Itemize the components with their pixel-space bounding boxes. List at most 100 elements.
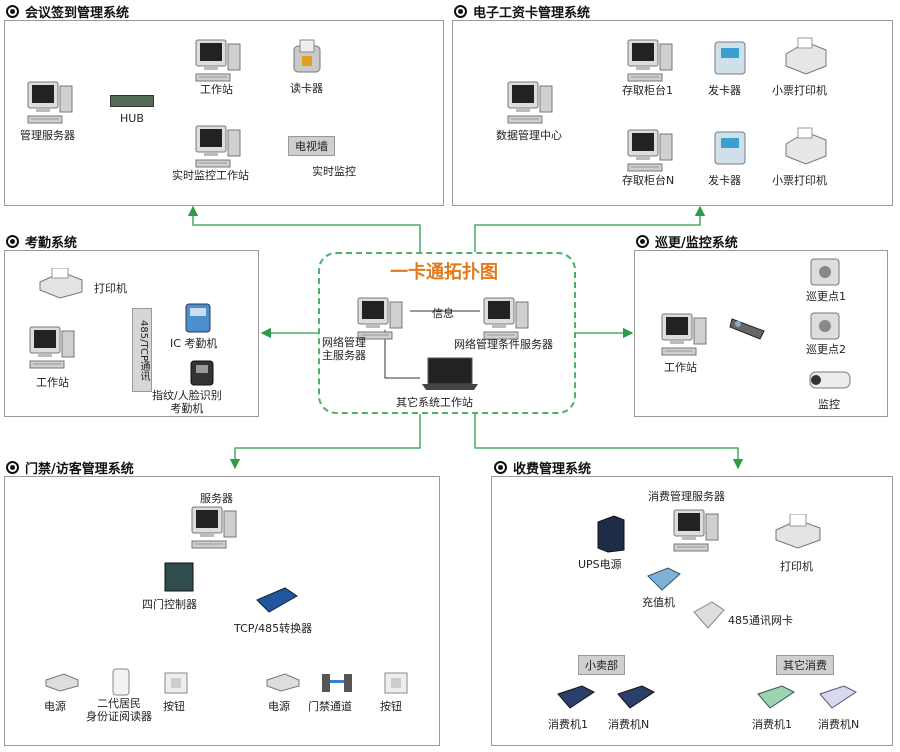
label-billing-printer: 打印机 — [780, 560, 813, 573]
label-data-center: 数据管理中心 — [496, 129, 562, 142]
patrol-point-icon — [810, 258, 840, 286]
card-reader-icon — [292, 38, 322, 74]
center-topology-box — [318, 252, 576, 414]
label-cabinetN: 存取柜台N — [622, 174, 675, 187]
recharge-machine-icon — [646, 566, 682, 592]
label-access-server: 服务器 — [200, 492, 233, 505]
label-hub: HUB — [120, 112, 144, 125]
bullet-icon — [454, 5, 467, 18]
computer-icon — [26, 80, 74, 126]
panel-title-meeting: 会议签到管理系统 — [6, 2, 129, 21]
power-supply-icon — [265, 672, 301, 692]
bullet-icon — [6, 235, 19, 248]
label-info: 信息 — [432, 307, 454, 320]
card-issuer-icon — [712, 40, 748, 76]
ups-icon — [596, 514, 626, 554]
label-point2: 巡更点2 — [806, 343, 846, 356]
label-posN2: 消费机N — [818, 718, 860, 731]
fingerprint-machine-icon — [190, 360, 214, 386]
label-converter: TCP/485转换器 — [234, 622, 313, 635]
label-recharge: 充值机 — [642, 596, 675, 609]
netcard-icon — [692, 600, 726, 630]
computer-icon — [356, 296, 404, 342]
other-tag: 其它消费 — [776, 655, 834, 675]
panel-title-attendance: 考勤系统 — [6, 232, 77, 251]
pos-machine-icon — [556, 684, 596, 710]
patrol-point-icon — [810, 312, 840, 340]
receipt-printer-icon — [782, 126, 830, 166]
laptop-icon — [420, 356, 480, 392]
power-supply-icon — [44, 672, 80, 692]
receipt-printer-icon — [782, 36, 830, 76]
label-card-reader: 读卡器 — [290, 82, 323, 95]
bullet-icon — [6, 461, 19, 474]
turnstile-icon — [320, 670, 354, 694]
computer-icon — [190, 505, 238, 551]
label-bio-machine: 指纹/人脸识别 考勤机 — [152, 389, 222, 415]
label-posN1: 消费机N — [608, 718, 650, 731]
label-card-issuer2: 发卡器 — [708, 174, 741, 187]
label-button1: 按钮 — [163, 700, 185, 713]
label-printer1: 小票打印机 — [772, 84, 827, 97]
label-att-workstation: 工作站 — [36, 376, 69, 389]
label-power2: 电源 — [268, 700, 290, 713]
converter-icon — [255, 586, 299, 614]
pos-machine-icon — [616, 684, 656, 710]
label-button2: 按钮 — [380, 700, 402, 713]
bullet-icon — [636, 235, 649, 248]
panel-title-access: 门禁/访客管理系统 — [6, 458, 134, 477]
label-realtime-monitor: 实时监控 — [312, 165, 356, 178]
label-billing-server: 消费管理服务器 — [648, 490, 725, 503]
label-card-issuer1: 发卡器 — [708, 84, 741, 97]
panel-title-billing: 收费管理系统 — [494, 458, 591, 477]
computer-icon — [482, 296, 530, 342]
center-title: 一卡通拓扑图 — [390, 262, 498, 283]
label-printer2: 小票打印机 — [772, 174, 827, 187]
label-patrol-workstation: 工作站 — [664, 361, 697, 374]
tv-wall-tag: 电视墙 — [288, 136, 335, 156]
label-power1: 电源 — [44, 700, 66, 713]
label-id-reader: 二代居民 身份证阅读器 — [86, 697, 152, 723]
bullet-icon — [6, 5, 19, 18]
id-reader-icon — [112, 668, 130, 696]
label-monitor-ws: 实时监控工作站 — [172, 169, 249, 182]
computer-icon — [626, 38, 674, 84]
door-controller-icon — [164, 562, 194, 592]
computer-icon — [28, 325, 76, 371]
computer-icon — [194, 124, 242, 170]
label-pos1: 消费机1 — [548, 718, 588, 731]
printer-icon — [774, 513, 822, 550]
camera-icon — [806, 366, 856, 394]
computer-icon — [626, 128, 674, 174]
ic-machine-icon — [185, 303, 211, 333]
bullet-icon — [494, 461, 507, 474]
shop-tag: 小卖部 — [578, 655, 625, 675]
label-netcard: 485通讯网卡 — [728, 614, 793, 627]
label-cabinet1: 存取柜台1 — [622, 84, 673, 97]
patrol-reader-icon — [728, 315, 770, 341]
card-issuer-icon — [712, 130, 748, 166]
exit-button-icon — [384, 672, 408, 694]
label-pos2: 消费机1 — [752, 718, 792, 731]
label-point1: 巡更点1 — [806, 290, 846, 303]
label-other-ws: 其它系统工作站 — [396, 396, 473, 409]
label-controller: 四门控制器 — [142, 598, 197, 611]
panel-title-patrol: 巡更/监控系统 — [636, 232, 738, 251]
label-ic-machine: IC 考勤机 — [170, 337, 218, 350]
label-monitor: 监控 — [818, 398, 840, 411]
computer-icon — [660, 312, 708, 358]
computer-icon — [506, 80, 554, 126]
pos-machine-icon — [756, 684, 796, 710]
comm-tag: 485/TCP通讯 — [132, 308, 152, 392]
label-main-server: 网络管理 主服务器 — [322, 336, 366, 362]
label-gate: 门禁通道 — [308, 700, 352, 713]
computer-icon — [194, 38, 242, 84]
label-cond-server: 网络管理条件服务器 — [454, 338, 553, 351]
label-workstation: 工作站 — [200, 83, 233, 96]
label-printer: 打印机 — [94, 282, 127, 295]
panel-title-salary: 电子工资卡管理系统 — [454, 2, 590, 21]
exit-button-icon — [164, 672, 188, 694]
printer-icon — [38, 267, 84, 300]
hub-icon — [110, 95, 154, 107]
computer-icon — [672, 508, 720, 554]
